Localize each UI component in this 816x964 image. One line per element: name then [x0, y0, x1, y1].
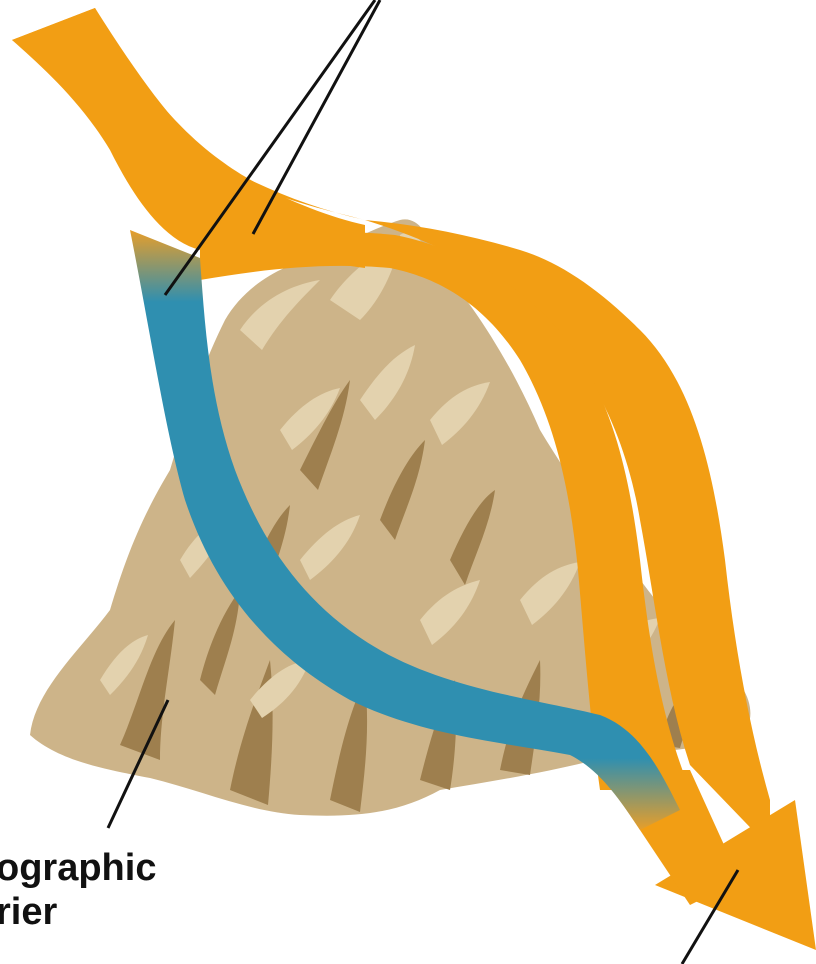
leader-line-to-upper-flow [253, 0, 380, 234]
barrier-label-line2: rier [0, 891, 57, 933]
orange-flow-main [12, 8, 365, 268]
barrier-label-line1: ographic [0, 847, 156, 889]
